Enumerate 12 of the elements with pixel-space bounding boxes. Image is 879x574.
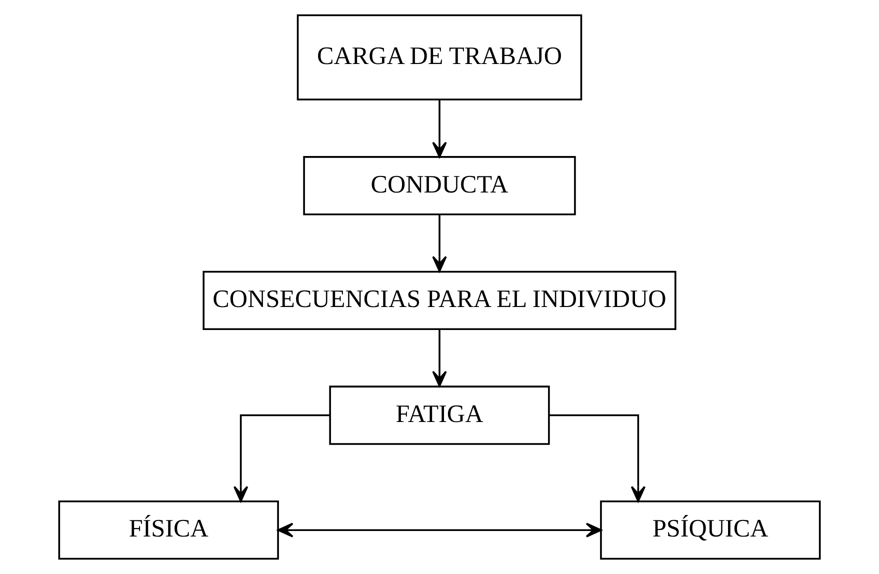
node-box: FÍSICA	[58, 500, 279, 560]
node-box: CONDUCTA	[303, 156, 576, 216]
node-box: PSÍQUICA	[600, 500, 821, 560]
arrow	[233, 414, 330, 502]
arrow	[432, 100, 447, 158]
arrow	[432, 329, 447, 387]
node-box: CARGA DE TRABAJO	[296, 14, 582, 100]
arrow	[432, 214, 447, 272]
arrow	[277, 522, 602, 538]
arrow	[549, 414, 646, 502]
node-box: FATIGA	[329, 386, 550, 445]
node-box: CONSECUENCIAS PARA EL INDIVIDUO	[202, 270, 676, 330]
